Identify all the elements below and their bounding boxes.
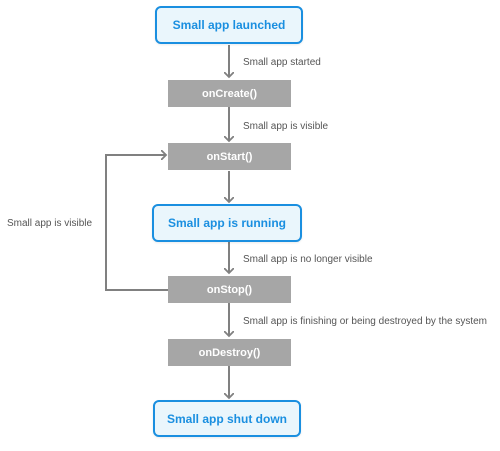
transition-label-loop-visible: Small app is visible [7,218,93,229]
method-ondestroy-label: onDestroy() [198,346,261,359]
state-launched: Small app launched [155,6,303,44]
arrow-onstop-loop-to-onstart [105,155,168,291]
state-shutdown-label: Small app shut down [166,411,287,426]
method-onstop-label: onStop() [206,283,253,296]
method-onstop: onStop() [168,276,291,303]
method-ondestroy: onDestroy() [168,339,291,366]
transition-label-finishing: Small app is finishing or being destroye… [243,316,488,327]
method-onstart-label: onStart() [206,150,253,163]
transition-label-no-longer-visible: Small app is no longer visible [243,254,373,265]
transition-label-started: Small app started [243,57,321,68]
state-shutdown: Small app shut down [153,400,301,437]
method-onstart: onStart() [168,143,291,170]
state-running: Small app is running [152,204,302,242]
transition-label-visible: Small app is visible [243,121,329,132]
state-launched-label: Small app launched [172,18,286,32]
state-running-label: Small app is running [167,216,286,230]
method-oncreate-label: onCreate() [201,87,257,100]
method-oncreate: onCreate() [168,80,291,107]
